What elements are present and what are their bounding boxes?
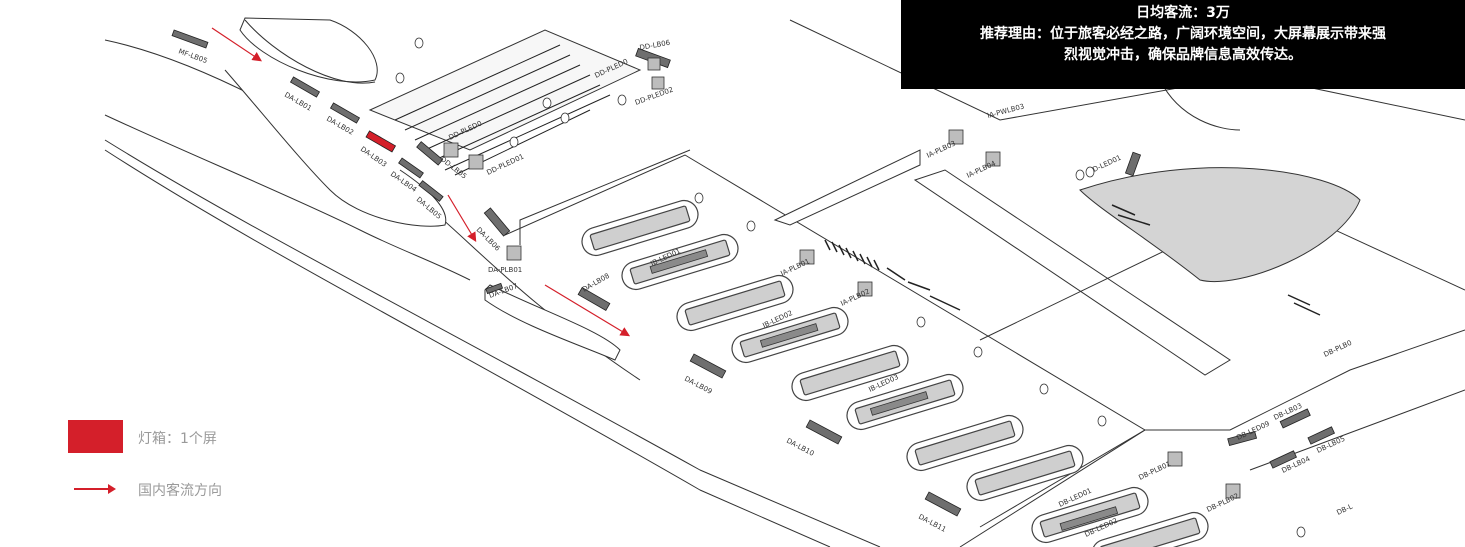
info-box: 日均客流：3万 推荐理由：位于旅客必经之路，广阔环境空间，大屏幕展示带来强 烈视… bbox=[901, 0, 1465, 89]
label-ia-plb04: IA-PLB04 bbox=[965, 159, 997, 180]
lightbox-da-lb10 bbox=[805, 419, 843, 445]
lightbox-da-lb11 bbox=[924, 491, 962, 517]
bay bbox=[1091, 511, 1209, 547]
lightbox-da-lb08 bbox=[577, 286, 611, 312]
bay bbox=[581, 199, 699, 257]
label-da-lb09: DA-LB09 bbox=[683, 375, 713, 396]
label-ia-pwlb03: IA-PWLB03 bbox=[986, 102, 1025, 120]
lightbox-da-lb02 bbox=[329, 102, 361, 124]
lightbox-da-lb07 bbox=[485, 282, 504, 295]
light-boxes bbox=[171, 29, 1336, 517]
flow-arrows bbox=[211, 27, 631, 337]
led-screens bbox=[649, 249, 1119, 531]
lightbox-d-led01 bbox=[1124, 151, 1142, 177]
label-db-plb02: DB-PLB02 bbox=[1205, 492, 1240, 514]
label-db-plb01: DB-PLB01 bbox=[1137, 460, 1172, 482]
label-mf-lb05: MF-LB05 bbox=[177, 47, 208, 65]
lightbox-mf-lb05 bbox=[171, 29, 209, 49]
label-db-plb-r: DB-PLB0 bbox=[1322, 339, 1353, 359]
screen-ib-led02 bbox=[759, 323, 819, 348]
legend-flow-label: 国内客流方向 bbox=[138, 483, 222, 499]
bins bbox=[395, 37, 1306, 538]
daily-traffic: 日均客流：3万 bbox=[1136, 5, 1230, 21]
label-db-l: DB-L bbox=[1335, 502, 1354, 516]
bay bbox=[966, 444, 1084, 502]
lightbox-db-lb03 bbox=[1279, 408, 1311, 429]
label-dd-lb06: DD-LB06 bbox=[639, 39, 671, 52]
label-ia-plb03: IA-PLB03 bbox=[925, 139, 957, 159]
label-dd-lb05: DD-LB05 bbox=[439, 155, 468, 180]
pillar-boxes bbox=[443, 57, 1241, 499]
lightbox-da-lb01 bbox=[289, 76, 321, 98]
lightbox-db-lb04 bbox=[1269, 450, 1298, 469]
bay bbox=[791, 344, 909, 402]
recommend-reason: 推荐理由：位于旅客必经之路，广阔环境空间，大屏幕展示带来强 bbox=[980, 26, 1386, 42]
screen-db-led01 bbox=[1059, 506, 1119, 531]
hatch-marks bbox=[824, 204, 1321, 316]
lightbox-da-lb09 bbox=[689, 353, 727, 379]
label-da-lb06: DA-LB06 bbox=[475, 226, 502, 253]
legend-lightbox-label: 灯箱：1个屏 bbox=[138, 431, 217, 447]
lightbox-swatch bbox=[68, 420, 123, 453]
label-dd-pled01: DD-PLED01 bbox=[485, 153, 525, 177]
lightbox-da-lb04 bbox=[398, 157, 424, 179]
label-d-led01: D-LED01 bbox=[1091, 154, 1122, 174]
screen-ib-led03 bbox=[869, 391, 929, 416]
lightbox-da-lb05 bbox=[418, 180, 444, 202]
flow-arrow-icon bbox=[74, 484, 116, 494]
recommend-reason-cont: 烈视觉冲击，确保品牌信息高效传达。 bbox=[1064, 47, 1302, 63]
lightbox-da-lb06 bbox=[483, 207, 511, 237]
lightbox-da-lb03 bbox=[365, 130, 397, 153]
label-da-plb01: DA-PLB01 bbox=[488, 266, 522, 274]
bay bbox=[676, 274, 794, 332]
screen-ib-led01 bbox=[649, 249, 709, 274]
bay bbox=[906, 414, 1024, 472]
lightbox-dd-lb05 bbox=[416, 141, 444, 166]
lightbox-db-led09 bbox=[1227, 430, 1258, 446]
lightbox-db-lb05 bbox=[1307, 426, 1336, 445]
